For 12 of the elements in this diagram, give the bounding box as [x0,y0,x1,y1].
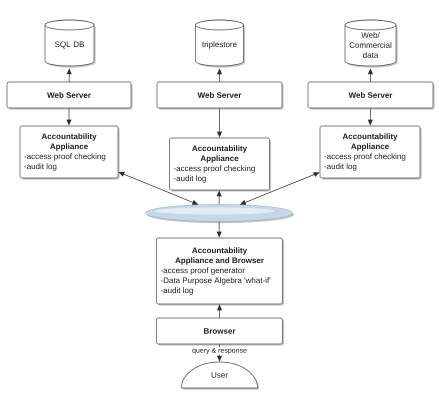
database-cylinder: triplestore [195,20,246,68]
appliance-box: Accountability Appliance -access proof checking -audit log [169,138,272,192]
appliance-box: Accountability Appliance -access proof checking -audit log [320,126,422,180]
server-box: Web Server [6,82,133,110]
appliance-box: Accountability Appliance -access proof checking -audit log [20,126,120,180]
network-cloud [145,204,294,224]
appliance-box: Accountability Appliance and Browser -access proof generator -Data Purpose Algebra 'what-if' -audit log [156,238,284,306]
database-cylinder: Web/ Commercial data [344,20,398,68]
user-semicircle: User [181,362,260,390]
server-box: Web Server [156,82,284,110]
database-cylinder: SQL DB [44,20,96,68]
server-box: Web Server [308,82,435,110]
